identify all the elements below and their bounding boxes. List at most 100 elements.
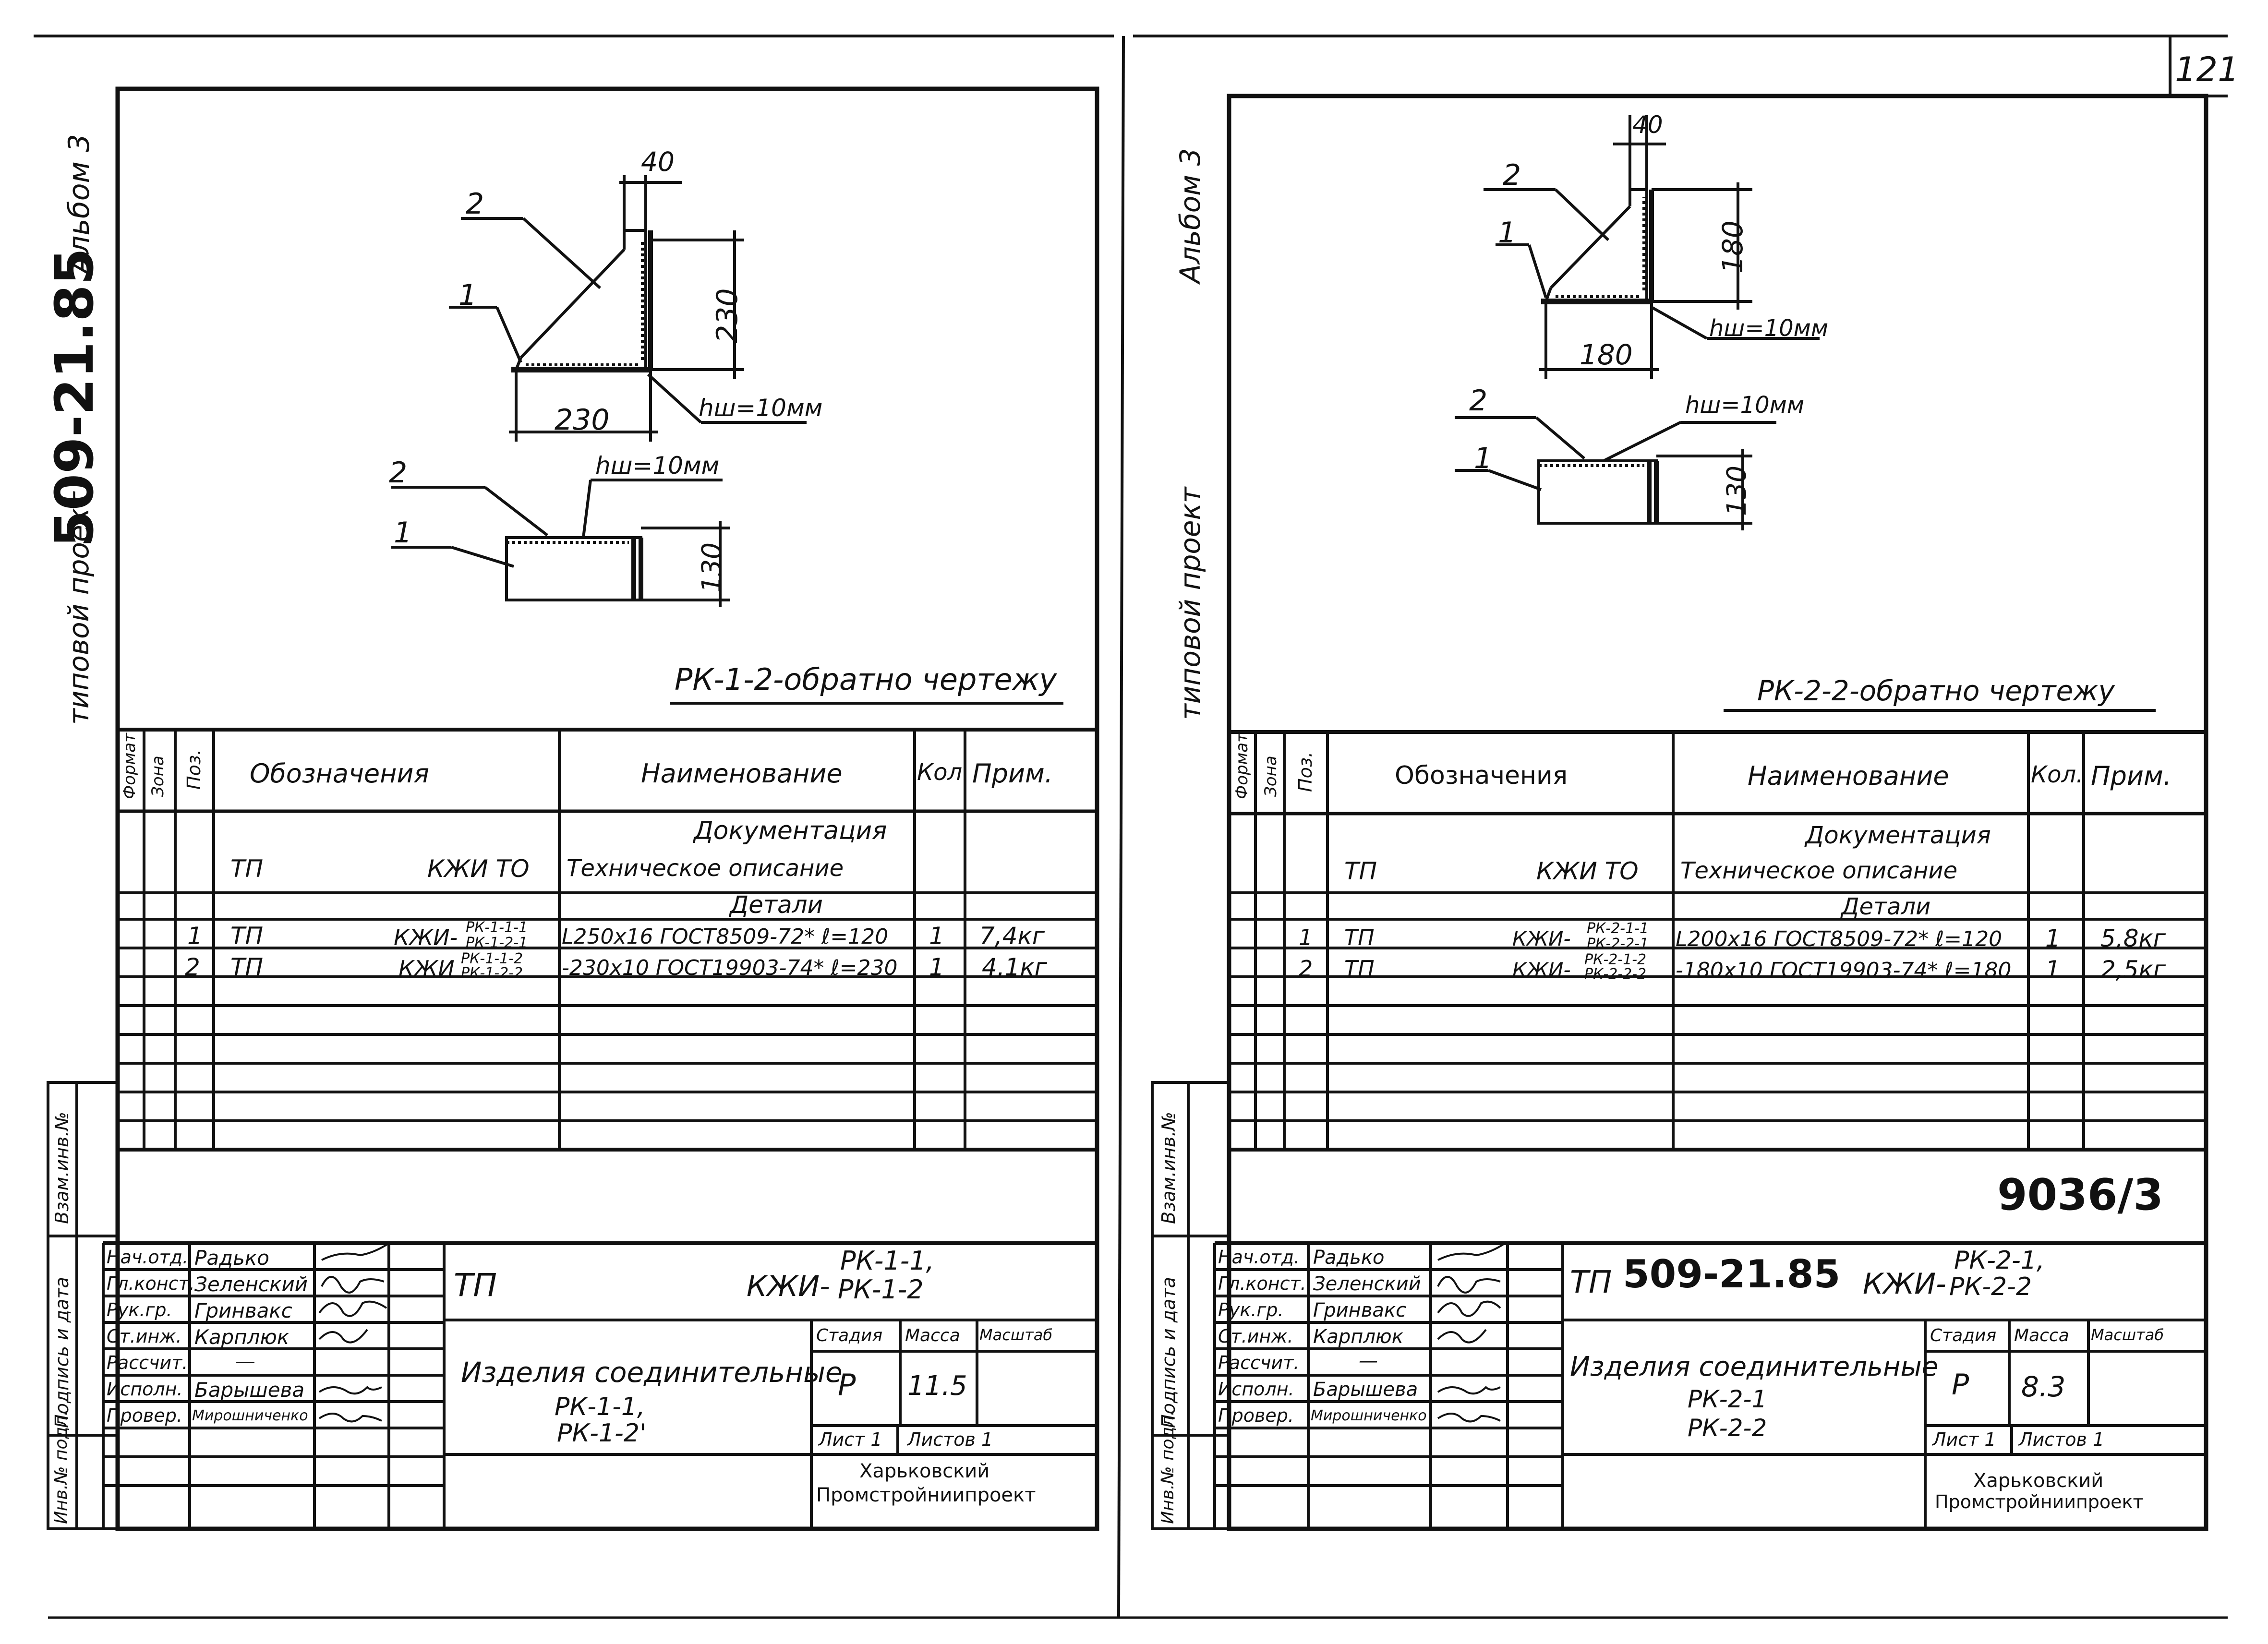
- tb-name-2-left: Гринвакс: [194, 1299, 292, 1322]
- tb-stage-label-left: Стадия: [816, 1326, 883, 1345]
- tb-code-suffix-left: КЖИ-: [747, 1270, 830, 1303]
- tb-code-prefix-right: ТП: [1570, 1265, 1612, 1300]
- leader2-2-right: 2: [1469, 384, 1488, 418]
- row1-d2-right: КЖИ-: [1512, 927, 1571, 950]
- row1-note-right: 5,8кг: [2100, 924, 2166, 952]
- tb-role-5-left: Исполн.: [107, 1379, 183, 1400]
- tb-name-4-left: —: [235, 1349, 255, 1373]
- doc-name-right: Техническое описание: [1680, 857, 1958, 884]
- details-section-left: Детали: [730, 891, 823, 919]
- hdr-note-right: Прим.: [2091, 761, 2171, 791]
- doc-d2-left: КЖИ ТО: [427, 855, 530, 883]
- row2-d4-left: РК-1-2-2: [461, 965, 523, 982]
- tb-scale-label-right: Масштаб: [2091, 1326, 2164, 1344]
- dim-40-right: 40: [1632, 111, 1663, 139]
- tb-org2-left: Промстройниипроект: [816, 1484, 1036, 1506]
- row2-d1-left: ТП: [230, 953, 264, 981]
- tb-code-suffix-right: КЖИ-: [1863, 1267, 1946, 1301]
- tb-mass-label-right: Масса: [2014, 1326, 2069, 1345]
- drawing-title-left: РК-1-2-обратно чертежу: [675, 662, 1057, 697]
- tb-code-prefix-left: ТП: [454, 1267, 497, 1304]
- doc-section-right: Документация: [1805, 821, 1991, 849]
- tb-name-1-right: Зеленский: [1313, 1273, 1421, 1295]
- leader-2-left: 2: [466, 187, 484, 221]
- hdr-qty-right: Кол.: [2031, 761, 2084, 788]
- gusset-view-left: [449, 175, 807, 442]
- leader2-1-right: 1: [1474, 442, 1493, 475]
- row1-qty-left: 1: [929, 922, 944, 950]
- row1-pos-left: 1: [187, 922, 203, 950]
- tb-role-2-left: Рук.гр.: [107, 1299, 172, 1320]
- weld-note-right: hш=10мм: [1709, 315, 1829, 342]
- tb-scale-label-left: Масштаб: [979, 1326, 1053, 1344]
- row1-d3-right: РК-2-1-1: [1587, 920, 1649, 937]
- row2-note-right: 2,5кг: [2100, 956, 2166, 984]
- dim-180-bottom-right: 180: [1580, 338, 1633, 371]
- tb-mass-label-left: Масса: [905, 1326, 960, 1345]
- dim-40-left: 40: [641, 146, 675, 177]
- doc-d1-right: ТП: [1344, 857, 1377, 885]
- weld2-note-right: hш=10мм: [1685, 392, 1805, 419]
- tb-stage-left: Р: [838, 1368, 856, 1403]
- tb-name-0-left: Радько: [194, 1246, 269, 1270]
- plate-view-left: [391, 479, 730, 607]
- tb-mass-left: 11.5: [907, 1370, 967, 1402]
- row2-d2-left: КЖИ: [398, 956, 455, 982]
- tb-role-2-right: Рук.гр.: [1218, 1299, 1284, 1320]
- hdr-name-left: Наименование: [641, 758, 843, 789]
- doc-d2-right: КЖИ ТО: [1536, 857, 1639, 885]
- tb-role-3-left: Ст.инж.: [107, 1326, 182, 1347]
- details-section-right: Детали: [1841, 893, 1931, 920]
- row1-pos-right: 1: [1299, 924, 1313, 950]
- doc-section-left: Документация: [694, 816, 887, 845]
- row1-d3-left: РК-1-1-1: [466, 919, 528, 936]
- row1-note-left: 7,4кг: [979, 922, 1045, 950]
- row2-d2-right: КЖИ-: [1512, 958, 1571, 982]
- weld2-note-left: hш=10мм: [595, 452, 720, 480]
- tb-name-4-right: —: [1359, 1350, 1378, 1372]
- leader2-2-left: 2: [389, 456, 408, 490]
- tb-role-5-right: Исполн.: [1218, 1379, 1294, 1400]
- tb-role-4-right: Рассчит.: [1218, 1352, 1300, 1373]
- tb-code-bottom-left: РК-1-2: [838, 1274, 924, 1305]
- row1-d1-left: ТП: [230, 922, 264, 950]
- page-number: 121: [2175, 50, 2239, 89]
- row1-name-left: L250х16 ГОСТ8509-72* ℓ=120: [562, 924, 889, 949]
- tb-code-bottom-right: РК-2-2: [1949, 1272, 2032, 1301]
- tb-sheets-right: Листов 1: [2019, 1429, 2105, 1450]
- tb-org1-right: Харьковский: [1973, 1470, 2104, 1492]
- hdr-qty-left: Кол.: [917, 759, 970, 786]
- tb-name-line2-right: РК-2-1: [1688, 1385, 1767, 1413]
- tb-name-2-right: Гринвакс: [1313, 1299, 1407, 1321]
- tb-role-4-left: Рассчит.: [107, 1352, 188, 1373]
- leader-2-right: 2: [1503, 158, 1521, 192]
- row2-pos-right: 2: [1299, 956, 1313, 982]
- tb-name-6-left: Мирошниченко: [192, 1407, 308, 1424]
- row2-d3-left: РК-1-1-2: [461, 950, 523, 967]
- drawing-title-right: РК-2-2-обратно чертежу: [1757, 674, 2115, 707]
- tb-name-5-left: Барышева: [194, 1378, 305, 1402]
- row1-d2-left: КЖИ-: [394, 924, 458, 950]
- tb-name-line1-right: Изделия соединительные: [1570, 1351, 1939, 1382]
- row1-d1-right: ТП: [1344, 924, 1375, 950]
- hdr-name-right: Наименование: [1748, 761, 1949, 791]
- tb-sheet-right: Лист 1: [1932, 1429, 1996, 1450]
- row1-qty-right: 1: [2045, 924, 2061, 952]
- leader-1-left: 1: [458, 278, 477, 312]
- tb-role-0-right: Нач.отд.: [1218, 1247, 1300, 1268]
- tb-role-6-right: Провер.: [1218, 1405, 1294, 1426]
- tb-code-top-right: РК-2-1,: [1954, 1246, 2045, 1275]
- tb-name-line1-left: Изделия соединительные: [461, 1356, 843, 1389]
- row2-d3-right: РК-2-1-2: [1584, 951, 1647, 968]
- tb-role-3-right: Ст.инж.: [1218, 1326, 1293, 1347]
- tb-mass-right: 8.3: [2021, 1370, 2066, 1403]
- stamp-number-right: 9036/3: [1997, 1170, 2163, 1220]
- tb-name-0-right: Радько: [1313, 1247, 1385, 1269]
- leader2-1-left: 1: [394, 516, 412, 550]
- tb-code-main-right: 509-21.85: [1623, 1252, 1841, 1296]
- weld-note-left: hш=10мм: [699, 394, 823, 422]
- tb-name-3-right: Карплюк: [1313, 1326, 1403, 1348]
